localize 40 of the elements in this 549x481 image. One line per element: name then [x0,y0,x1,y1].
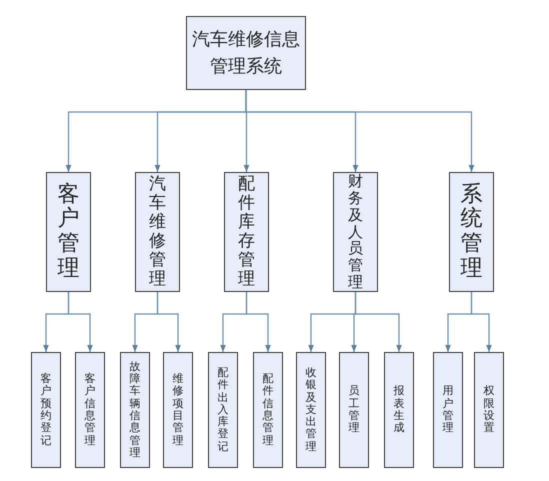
module-box [135,172,180,292]
box-label: 报表生成 [394,385,404,435]
root-box [186,16,306,90]
connector-arrow [354,292,402,352]
connector-arrow [245,90,474,172]
function-box [296,352,326,468]
function-box [120,352,150,468]
function-box [31,352,61,468]
connector-arrow [156,292,181,352]
function-box [433,352,463,468]
box-label: 维修项目管理 [172,373,184,447]
connector-arrow [246,292,271,352]
module-box [449,172,494,292]
connector-arrow [470,292,492,352]
function-box [384,352,414,468]
box-label: 系统管理 [460,182,482,282]
function-box [163,352,193,468]
box-label: 收银及支出管理 [306,366,316,454]
box-label: 配件出入库登记 [218,366,228,454]
function-box [75,352,105,468]
box-label: 汽车维修信息管理系统 [191,28,301,79]
box-label: 配件库存管理 [238,174,255,290]
connector-arrow [68,292,93,352]
function-box [339,352,369,468]
box-label: 财务及人员管理 [348,173,363,291]
box-label: 配件信息管理 [262,373,274,447]
module-box [333,172,378,292]
box-label: 故障车辆信息管理 [130,360,140,460]
box-label: 客户信息管理 [84,373,96,447]
function-box [208,352,238,468]
box-label: 客户管理 [58,182,80,282]
module-box [46,172,91,292]
module-box [224,172,269,292]
box-label: 权限设置 [484,385,494,435]
box-label: 汽车维修管理 [149,174,166,290]
box-label: 客户预约登记 [40,373,52,447]
box-label: 员工管理 [348,385,360,435]
function-box [253,352,283,468]
function-box [474,352,504,468]
box-label: 用户管理 [442,385,454,435]
